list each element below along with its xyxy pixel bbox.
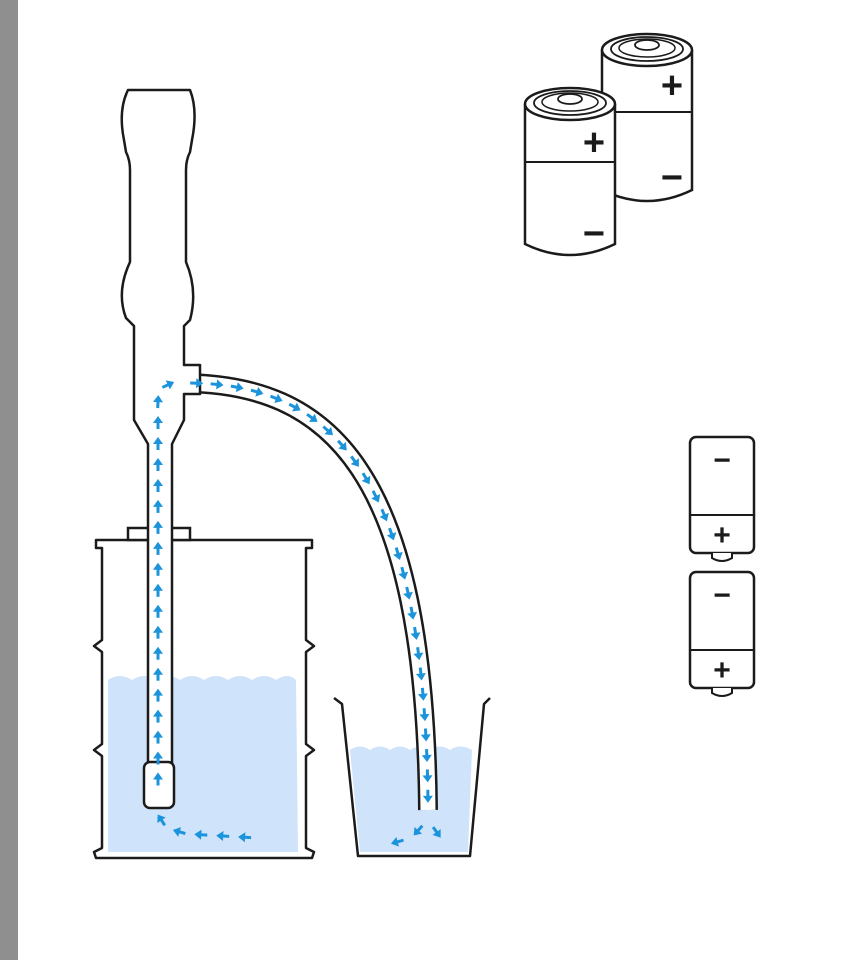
flow-arrow-icon xyxy=(153,499,163,513)
flow-arrow-icon xyxy=(230,382,244,393)
flow-arrow-icon xyxy=(161,380,175,390)
flow-arrow-icon xyxy=(398,566,409,580)
drum-body xyxy=(92,538,316,860)
flow-arrow-icon xyxy=(153,395,163,409)
flow-arrow-icon xyxy=(172,827,186,837)
drum-icon xyxy=(92,526,316,860)
flow-arrow-icon xyxy=(350,455,359,467)
flow-arrow-icon xyxy=(153,688,163,702)
flow-arrow-icon xyxy=(153,646,163,660)
flow-arrow-icon xyxy=(153,416,163,429)
flow-arrow-icon xyxy=(322,425,333,436)
flow-arrow-icon xyxy=(421,748,432,762)
d-cell-front: + − xyxy=(523,86,617,257)
flow-arrow-icon xyxy=(190,378,204,389)
flow-arrow-icon xyxy=(153,667,163,681)
flow-arrow-icon xyxy=(371,490,381,503)
flow-arrow-icon xyxy=(407,606,418,620)
flow-arrow-icon xyxy=(269,393,283,404)
beaker-icon xyxy=(333,697,491,858)
flow-arrow-icon xyxy=(413,824,424,836)
flow-arrow-icon xyxy=(250,386,264,397)
flow-arrow-icon xyxy=(194,829,208,840)
aa-top-plus: + xyxy=(713,519,731,552)
flow-arrow-icon xyxy=(153,730,163,744)
drum-water xyxy=(108,676,298,852)
flow-arrow-icon xyxy=(413,647,424,661)
flow-arrow-icon xyxy=(403,586,413,600)
flow-arrow-icon xyxy=(415,667,426,681)
flow-arrow-icon xyxy=(422,769,433,783)
flow-arrow-icon xyxy=(419,708,430,722)
pump-body xyxy=(120,88,202,770)
aa-battery-icon: − + − + xyxy=(688,435,756,697)
flow-arrow-icon xyxy=(153,709,163,723)
beaker-water xyxy=(350,746,472,852)
flow-arrow-icon xyxy=(288,402,301,412)
flow-arrow-icon xyxy=(390,836,404,847)
flow-arrow-icon xyxy=(386,527,397,541)
aa-bottom-plus: + xyxy=(713,654,731,687)
d-cell-back: + − xyxy=(600,32,694,203)
d-cell-front-plus: + xyxy=(583,122,605,164)
flow-arrow-icon xyxy=(431,826,441,838)
flow-arrow-icon xyxy=(379,508,389,522)
flow-arrow-icon xyxy=(238,832,252,843)
flow-arrow-icon xyxy=(153,562,163,576)
beaker-body xyxy=(333,697,491,858)
flow-arrow-icon xyxy=(306,413,318,422)
flow-arrow-icon xyxy=(361,472,371,485)
flow-arrow-icon xyxy=(153,772,163,786)
flow-arrow-icon xyxy=(153,520,163,534)
flow-arrow-icon xyxy=(216,831,230,841)
flow-arrow-icon xyxy=(157,814,167,827)
d-cell-back-plus: + xyxy=(661,65,683,107)
flow-arrow-icon xyxy=(153,541,163,555)
flow-arrow-icon xyxy=(153,479,163,492)
aa-top-minus: − xyxy=(713,444,731,477)
flow-arrow-icon xyxy=(337,439,347,451)
flow-arrow-icon xyxy=(153,751,163,765)
aa-battery-bottom: − + xyxy=(688,570,756,697)
aa-bottom-minus: − xyxy=(713,579,731,612)
flow-arrow-icon xyxy=(153,437,163,450)
flow-arrow-icon xyxy=(153,625,163,639)
d-cell-battery-icon: + − + − xyxy=(523,32,694,257)
aa-battery-top: − + xyxy=(688,435,756,562)
flow-arrow-icon xyxy=(153,583,163,597)
flow-arrow-icon xyxy=(417,687,428,701)
d-cell-front-minus: − xyxy=(583,213,605,255)
flow-arrow-icon xyxy=(153,604,163,618)
flow-arrow-icon xyxy=(410,626,421,640)
flow-arrow-icon xyxy=(422,789,433,803)
flow-arrow-icon xyxy=(210,379,224,390)
left-gray-strip xyxy=(0,0,18,960)
flow-arrow-icon xyxy=(420,728,431,742)
flow-arrow-icon xyxy=(393,547,403,561)
d-cell-back-minus: − xyxy=(661,157,683,199)
flow-arrow-icon xyxy=(153,458,163,471)
flow-arrows xyxy=(153,378,441,847)
